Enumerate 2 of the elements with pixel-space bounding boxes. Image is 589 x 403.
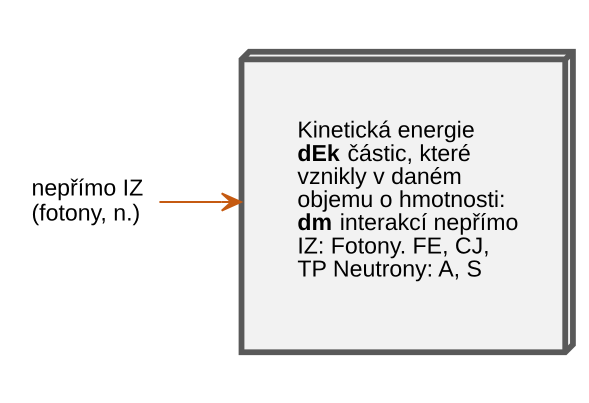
node-text: nepřímo IZ (fotony, n.): [31, 174, 144, 225]
arrow: [159, 192, 242, 212]
